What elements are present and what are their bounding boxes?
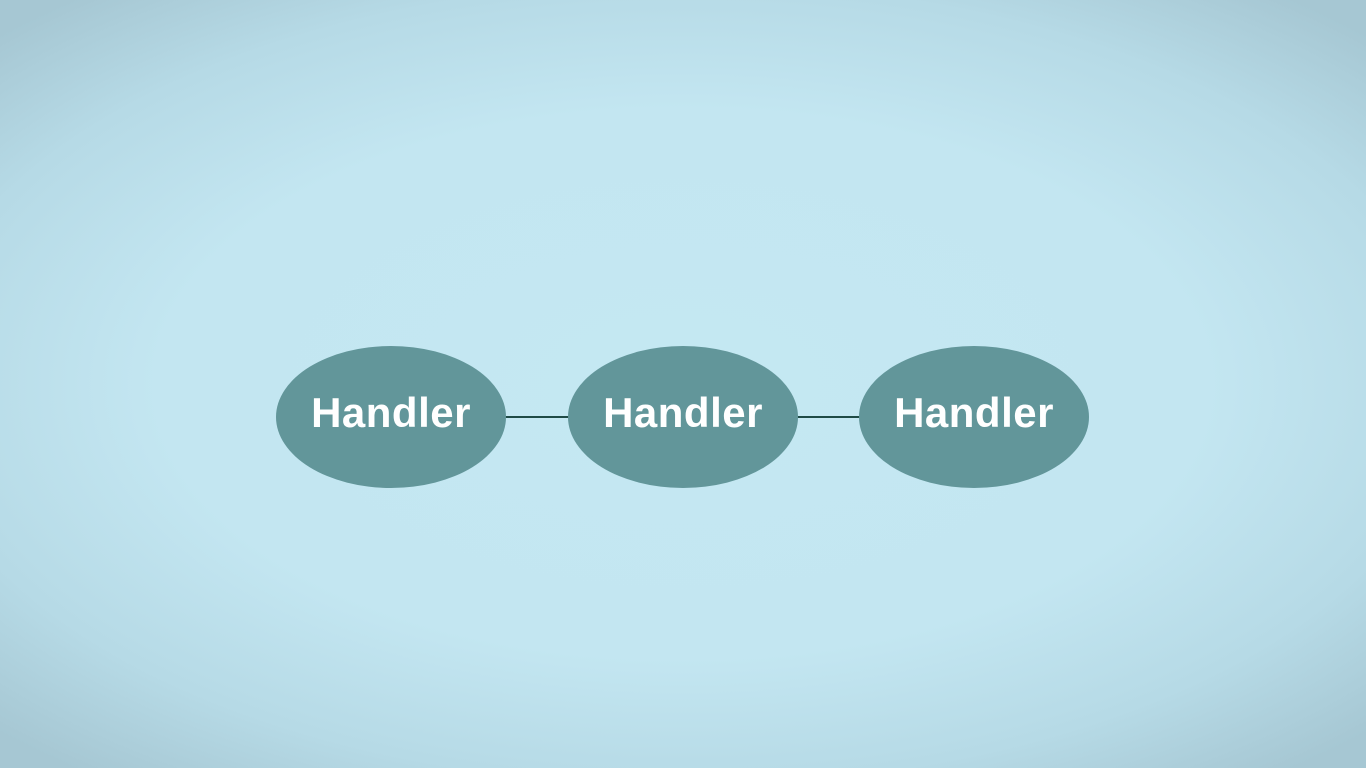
handler-node-1: Handler [276, 346, 506, 488]
connector-line-1-2 [504, 416, 570, 418]
handler-node-label: Handler [311, 389, 471, 436]
handler-node-3: Handler [859, 346, 1089, 488]
handler-node-2: Handler [568, 346, 798, 488]
connector-line-2-3 [796, 416, 862, 418]
handler-node-label: Handler [603, 389, 763, 436]
handler-node-label: Handler [894, 389, 1054, 436]
